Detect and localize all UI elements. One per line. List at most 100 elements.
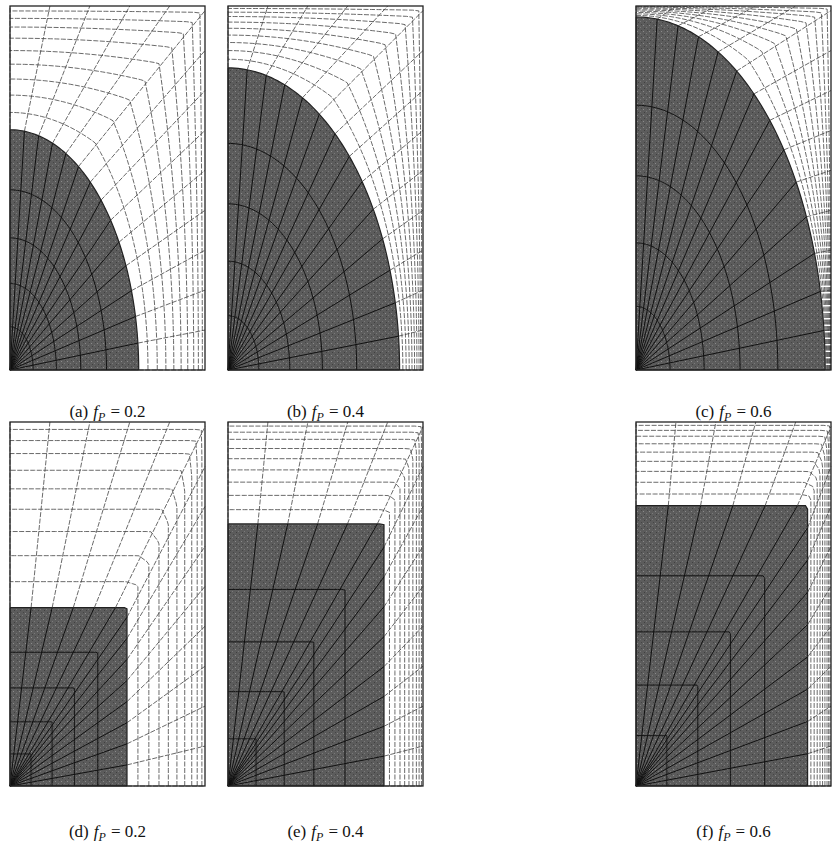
mesh-line: [302, 6, 387, 98]
mesh-line: [10, 608, 115, 786]
mesh-line: [138, 330, 205, 343]
inclusion: [228, 524, 384, 786]
mesh-line: [636, 6, 831, 370]
mesh-line: [53, 6, 130, 143]
mesh-line: [228, 524, 258, 786]
variable-subscript: P: [99, 830, 106, 844]
mesh-line: [90, 51, 205, 183]
cell-border: [636, 6, 831, 370]
mesh-line: [770, 91, 831, 121]
mesh-line: [657, 6, 676, 19]
mesh-line: [10, 95, 157, 370]
mesh-line: [10, 200, 101, 370]
panel-caption: (e)fP= 0.4: [287, 822, 363, 845]
mesh-line: [808, 626, 831, 657]
mesh-line: [636, 689, 808, 786]
cell-border: [10, 6, 205, 370]
mesh-line: [636, 506, 797, 786]
variable-value: = 0.6: [736, 822, 771, 841]
mesh-line: [10, 18, 198, 370]
mesh-line: [384, 467, 423, 548]
mesh-line: [258, 422, 268, 524]
variable-subscript: P: [317, 410, 324, 424]
mesh-line: [228, 156, 349, 370]
mesh-line: [390, 250, 423, 270]
mesh-line: [636, 26, 678, 370]
variable-subscript: P: [724, 410, 731, 424]
mesh-line: [126, 210, 205, 265]
mesh-line: [384, 507, 423, 577]
variable-name: f: [719, 402, 724, 421]
mesh-line: [228, 17, 419, 370]
panel-letter: (e): [287, 822, 306, 841]
mesh-line: [127, 467, 205, 618]
mesh-line: [636, 15, 826, 370]
mesh-line: [636, 506, 668, 786]
mesh-line: [820, 290, 831, 291]
panel-letter: (c): [695, 402, 714, 421]
mesh-line: [796, 170, 831, 182]
mesh-line: [349, 91, 423, 157]
mesh-line: [636, 436, 827, 786]
panel-letter: (f): [696, 822, 713, 841]
mesh-line: [808, 546, 831, 592]
mesh-line: [228, 182, 362, 370]
mesh-line: [228, 696, 384, 786]
variable-subscript: P: [98, 410, 105, 424]
panel-caption: (f)fP= 0.6: [696, 822, 770, 845]
cell-border: [228, 422, 423, 786]
mesh-line: [228, 75, 266, 370]
mesh-line: [10, 744, 127, 786]
mesh-line: [127, 666, 205, 723]
variable-value: = 0.2: [111, 402, 146, 421]
mesh-line: [52, 422, 90, 608]
mesh-line: [754, 51, 831, 94]
mesh-line: [815, 250, 831, 253]
mesh-line: [101, 91, 205, 201]
mesh-line: [636, 11, 828, 370]
mesh-line: [228, 134, 335, 370]
mesh-line: [808, 746, 831, 754]
mesh-line: [395, 290, 423, 303]
mesh-line: [636, 506, 701, 786]
mesh-line: [10, 681, 127, 786]
mesh-line: [10, 317, 135, 370]
mesh-line: [10, 441, 197, 786]
mesh-line: [10, 131, 24, 370]
mesh-line: [131, 250, 205, 290]
mesh-line: [127, 706, 205, 744]
mesh-line: [636, 452, 823, 786]
mesh-line: [78, 11, 205, 167]
mesh-line: [228, 98, 302, 370]
mesh-line: [10, 182, 90, 370]
mesh-line: [115, 427, 205, 608]
mesh-line: [636, 444, 825, 786]
mesh-line: [636, 7, 830, 370]
interface-line: [228, 68, 400, 370]
mesh-line: [384, 666, 423, 696]
panel-caption: (c)fP= 0.6: [695, 402, 771, 425]
panel-letter: (a): [69, 402, 88, 421]
panel-letter: (d): [69, 822, 89, 841]
panel-caption: (a)fP= 0.2: [69, 402, 145, 425]
mesh-line: [228, 449, 413, 787]
mesh-line: [383, 210, 423, 239]
mesh-line: [636, 12, 828, 370]
variable-name: f: [311, 822, 316, 841]
mesh-line: [636, 9, 829, 370]
mesh-line: [678, 6, 716, 26]
inclusion: [228, 68, 400, 370]
mesh-line: [668, 422, 676, 506]
mesh-line: [636, 120, 770, 370]
mesh-line: [824, 330, 831, 331]
variable-name: f: [718, 822, 723, 841]
mesh-line: [228, 143, 357, 370]
mesh-line: [10, 190, 107, 370]
mesh-line: [228, 303, 395, 370]
mesh-line: [377, 427, 423, 524]
mesh-line: [636, 14, 827, 370]
panel-caption: (b)fP= 0.4: [287, 402, 364, 425]
mesh-line: [31, 422, 50, 608]
mesh-line: [10, 608, 94, 786]
panel-letter: (b): [287, 402, 307, 421]
